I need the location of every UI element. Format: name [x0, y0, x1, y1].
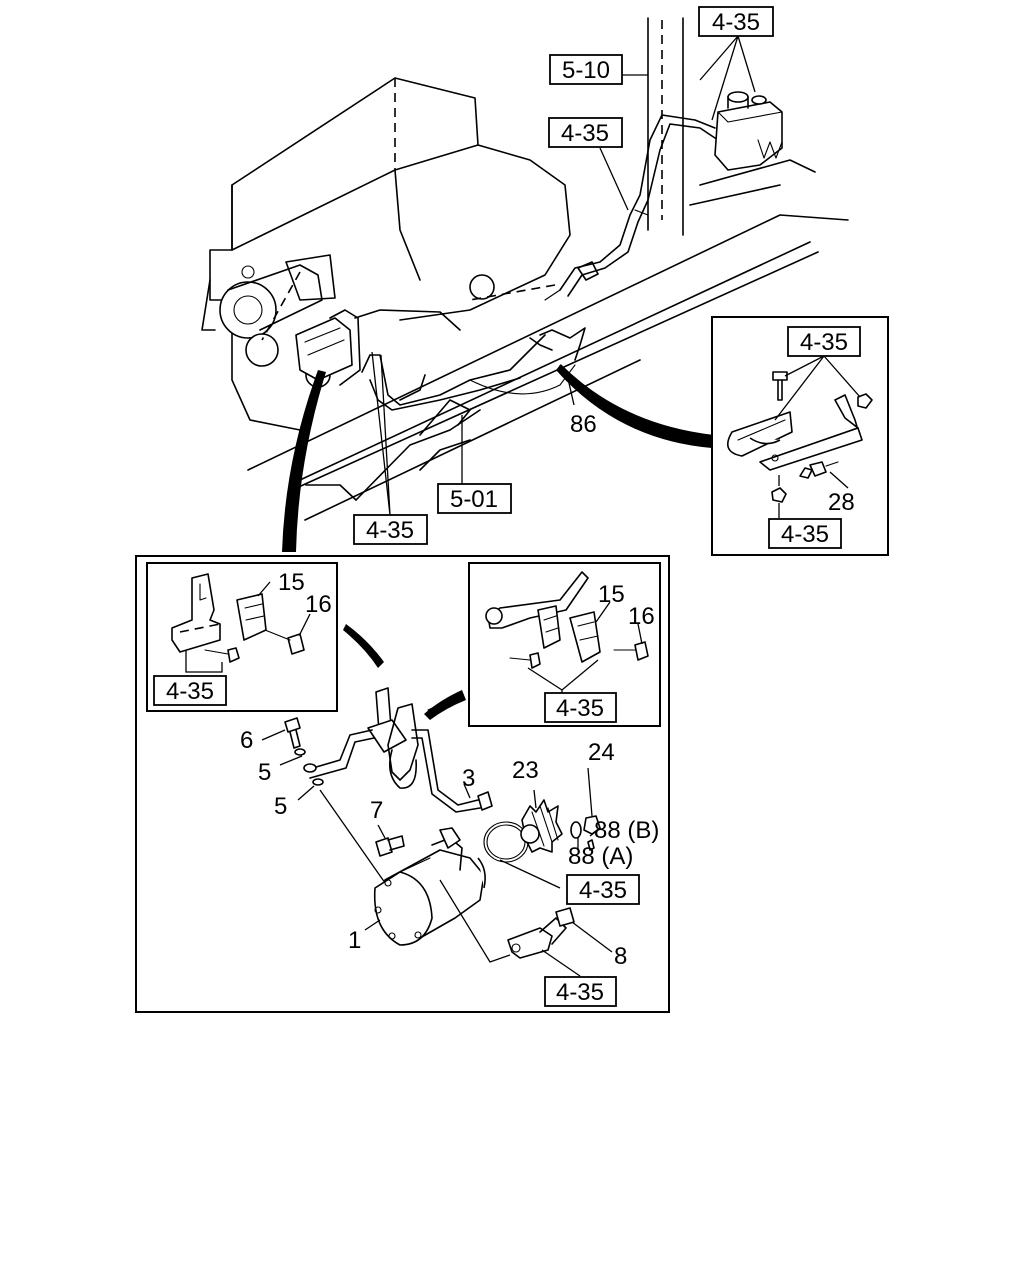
leader-wedge-right	[556, 365, 712, 448]
callout-6: 6	[240, 727, 253, 754]
callout-15-right: 15	[598, 581, 625, 608]
bracket-detail-parts	[726, 371, 873, 518]
ref-box-mid: 4-35	[353, 514, 428, 545]
callout-86: 86	[570, 411, 597, 438]
callout-28: 28	[828, 489, 855, 516]
ref-label-bracket: 4-35	[556, 979, 604, 1006]
callout-24: 24	[588, 739, 615, 766]
callout-15-left: 15	[278, 569, 305, 596]
callout-7: 7	[370, 797, 383, 824]
leader-to-inset-right	[424, 690, 466, 720]
ref-label-mid: 4-35	[366, 517, 414, 544]
ref-box-detail-top: 4-35	[787, 326, 861, 357]
ref-box-510: 5-10	[549, 54, 623, 85]
leader-wedge-down	[282, 370, 326, 552]
callout-88b: 88 (B)	[594, 817, 659, 844]
inset-left-parts	[171, 573, 305, 673]
callout-16-left: 16	[305, 591, 332, 618]
ref-label-510: 5-10	[562, 57, 610, 84]
callout-leaders	[189, 35, 861, 977]
callout-1: 1	[348, 927, 361, 954]
callout-3: 3	[462, 765, 475, 792]
inset-right-parts	[485, 571, 649, 696]
engine-mounted-pump	[295, 309, 361, 386]
oil-reservoir	[689, 91, 816, 206]
ref-box-detail-bottom: 4-35	[768, 518, 842, 549]
ref-box-upper: 4-35	[548, 117, 623, 148]
callout-88a: 88 (A)	[568, 843, 633, 870]
frame-rail	[247, 214, 849, 521]
ref-label-501: 5-01	[450, 486, 498, 513]
callout-5-upper: 5	[258, 759, 271, 786]
callout-8: 8	[614, 943, 627, 970]
ref-label-inset-left: 4-35	[166, 678, 214, 705]
ref-box-top: 4-35	[698, 6, 774, 37]
ref-box-inset-right: 4-35	[544, 692, 617, 723]
ref-label-inset-right: 4-35	[556, 695, 604, 722]
ref-label-detail-bottom: 4-35	[781, 521, 829, 548]
ref-label-upper: 4-35	[561, 120, 609, 147]
engine-block	[201, 77, 571, 431]
callout-23: 23	[512, 757, 539, 784]
ref-label-pump: 4-35	[579, 877, 627, 904]
callout-16-right: 16	[628, 603, 655, 630]
ref-box-501: 5-01	[437, 483, 512, 514]
ref-label-top: 4-35	[712, 9, 760, 36]
callout-5-lower: 5	[274, 793, 287, 820]
steering-column	[634, 17, 684, 236]
ref-label-detail-top: 4-35	[800, 329, 848, 356]
pump-assembly	[284, 687, 601, 963]
leader-to-inset-left	[343, 624, 384, 668]
ref-box-pump: 4-35	[566, 874, 640, 905]
ref-box-inset-left: 4-35	[153, 675, 227, 706]
ref-box-bracket: 4-35	[544, 976, 617, 1007]
